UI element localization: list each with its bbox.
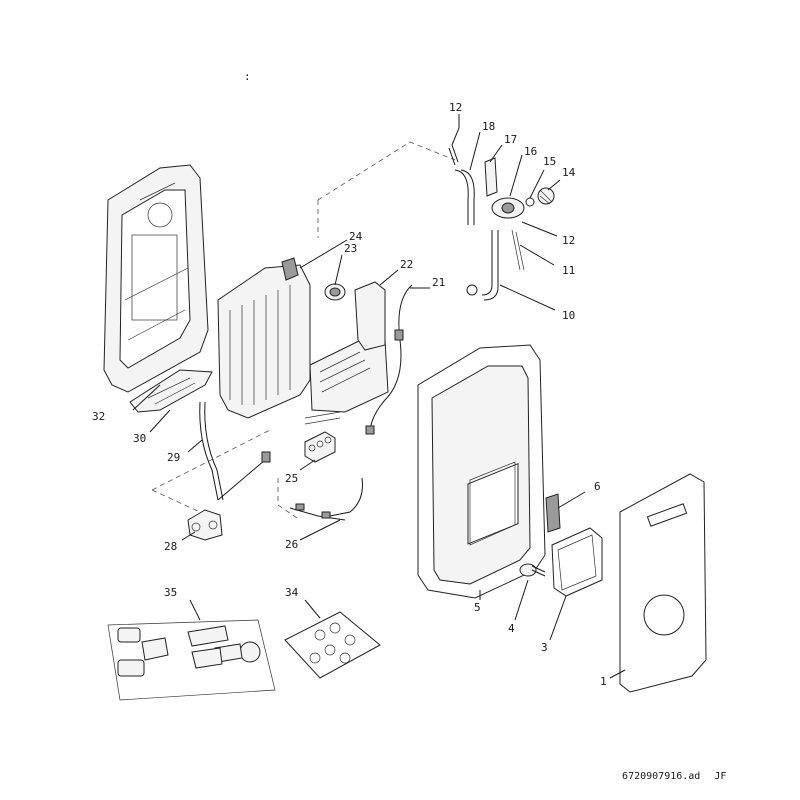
part-10-outlet-pipe bbox=[466, 230, 499, 301]
label-25: 25 bbox=[285, 472, 298, 485]
author-initials: JF bbox=[714, 771, 727, 782]
part-22-heating-block bbox=[304, 281, 389, 425]
label-23: 23 bbox=[344, 242, 357, 255]
assembly-guide-lines bbox=[151, 141, 456, 521]
label-21: 21 bbox=[432, 276, 445, 289]
label-12-top: 12 bbox=[449, 101, 462, 114]
part-17-clip bbox=[484, 157, 498, 197]
label-26: 26 bbox=[285, 538, 298, 551]
label-22: 22 bbox=[400, 258, 413, 271]
label-12-bottom: 12 bbox=[562, 234, 575, 247]
part-1-front-cover bbox=[619, 473, 707, 693]
label-4: 4 bbox=[508, 622, 515, 635]
part-3-cover-plate bbox=[551, 527, 603, 597]
label-28: 29 bbox=[167, 451, 180, 464]
label-10: 10 bbox=[562, 309, 575, 322]
label-24: 24 bbox=[349, 230, 363, 243]
label-11: 11 bbox=[562, 264, 575, 277]
part-21-cable bbox=[365, 284, 413, 435]
footer: 6720907916.ad JF bbox=[610, 760, 740, 782]
corner-mark: : bbox=[244, 70, 251, 83]
part-23-knob bbox=[324, 283, 346, 301]
label-29: 28 bbox=[164, 540, 177, 553]
document-code: 6720907916.ad bbox=[622, 771, 701, 782]
label-18: 18 bbox=[482, 120, 495, 133]
label-15: 15 bbox=[543, 155, 556, 168]
part-18-pipe bbox=[448, 144, 475, 225]
part-14-nut bbox=[537, 187, 555, 205]
part-32-back-frame bbox=[103, 164, 209, 393]
part-4-screw bbox=[519, 563, 546, 577]
part-35-connection-kit bbox=[107, 619, 276, 701]
label-17: 17 bbox=[504, 133, 517, 146]
part-28-tube bbox=[199, 401, 271, 501]
leader-lines bbox=[132, 114, 626, 679]
part-11-sensor bbox=[511, 229, 525, 271]
part-25-terminal-block bbox=[304, 431, 336, 463]
part-30-lower-plate bbox=[129, 369, 213, 413]
part-5-housing bbox=[417, 344, 546, 599]
label-32: 32 bbox=[92, 410, 105, 423]
part-24-mid-frame bbox=[217, 257, 311, 419]
part-26-sensor-cable bbox=[289, 477, 363, 521]
label-16: 16 bbox=[524, 145, 537, 158]
label-34: 34 bbox=[285, 586, 299, 599]
part-6-display bbox=[545, 493, 561, 533]
part-15-seal bbox=[525, 197, 535, 207]
part-labels: 12 18 17 16 15 14 12 11 10 24 23 22 21 3… bbox=[92, 101, 607, 688]
label-5: 5 bbox=[474, 601, 481, 614]
label-14: 14 bbox=[562, 166, 576, 179]
label-6: 6 bbox=[594, 480, 601, 493]
part-16-valve bbox=[491, 197, 525, 219]
label-35: 35 bbox=[164, 586, 177, 599]
part-34-seals-bag bbox=[284, 611, 381, 679]
label-30: 30 bbox=[133, 432, 146, 445]
label-3: 3 bbox=[541, 641, 548, 654]
label-1: 1 bbox=[600, 675, 607, 688]
part-29-bracket bbox=[187, 509, 223, 541]
